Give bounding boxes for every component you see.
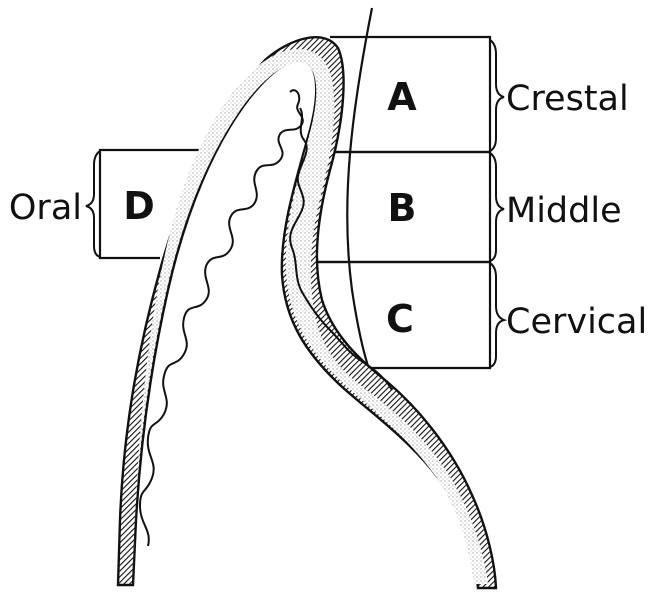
brace-oral	[86, 151, 100, 257]
label-middle: Middle	[506, 191, 622, 231]
zone-d-letter: D	[123, 184, 155, 228]
gingival-tissue	[118, 37, 496, 588]
label-crestal: Crestal	[506, 79, 629, 119]
zone-b-letter: B	[388, 186, 417, 230]
zone-a-letter: A	[387, 75, 417, 119]
label-oral: Oral	[9, 188, 82, 228]
brace-crestal	[490, 40, 504, 151]
rete-pegs-oral	[140, 90, 303, 546]
tooth-surface-line	[347, 8, 372, 372]
label-cervical: Cervical	[506, 302, 647, 342]
brace-middle	[490, 153, 504, 261]
brace-cervical	[490, 263, 504, 367]
zone-c-letter: C	[386, 297, 414, 341]
